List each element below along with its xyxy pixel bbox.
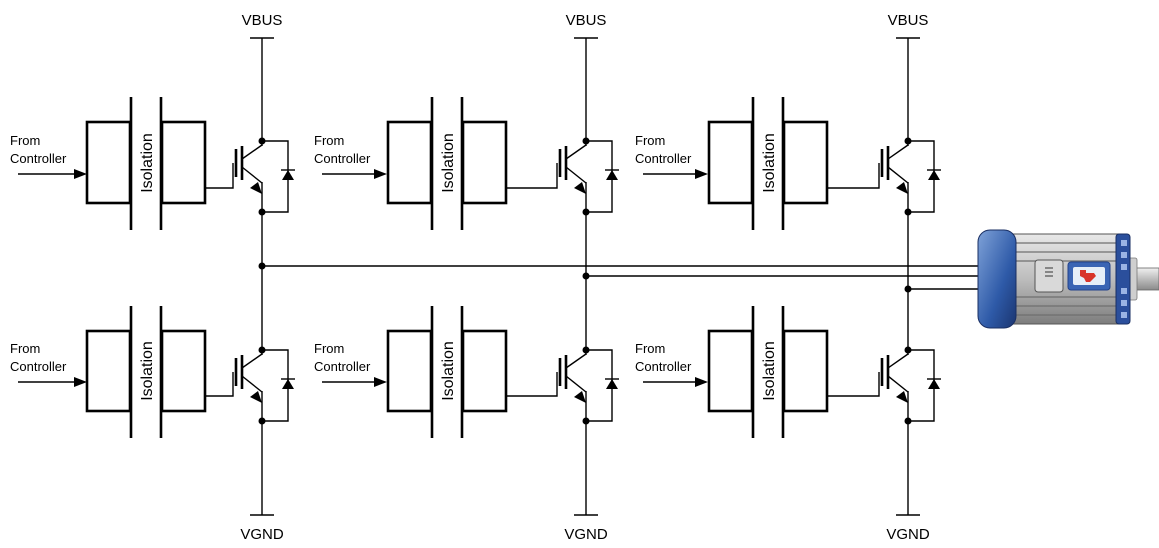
motor-icon bbox=[977, 229, 1159, 329]
svg-text:Controller: Controller bbox=[635, 151, 692, 166]
svg-text:Isolation: Isolation bbox=[761, 341, 778, 401]
svg-text:Controller: Controller bbox=[314, 151, 371, 166]
svg-text:Isolation: Isolation bbox=[440, 341, 457, 401]
svg-text:From: From bbox=[635, 133, 665, 148]
igbt-low bbox=[880, 349, 941, 422]
svg-text:From: From bbox=[314, 341, 344, 356]
igbt-low bbox=[558, 349, 619, 422]
vgnd-label: VGND bbox=[564, 526, 608, 543]
svg-text:Controller: Controller bbox=[635, 359, 692, 374]
svg-text:Controller: Controller bbox=[10, 359, 67, 374]
gate-driver-low: From Controller Isolation bbox=[635, 306, 880, 438]
vgnd-label: VGND bbox=[240, 526, 284, 543]
gate-driver-low: From Controller Isolation bbox=[10, 306, 234, 438]
igbt-high bbox=[880, 140, 941, 213]
vbus-label: VBUS bbox=[888, 12, 929, 29]
phase-output-lines bbox=[262, 265, 978, 290]
phase-leg-a: VBUS VGND From Controller Isolation bbox=[10, 12, 295, 543]
gate-driver-high: From Controller Isolation bbox=[314, 97, 558, 230]
svg-text:Isolation: Isolation bbox=[440, 133, 457, 193]
vbus-label: VBUS bbox=[566, 12, 607, 29]
gate-driver-high: From Controller Isolation bbox=[635, 97, 880, 230]
vgnd-label: VGND bbox=[886, 526, 930, 543]
igbt-high bbox=[234, 140, 295, 213]
svg-text:Isolation: Isolation bbox=[139, 341, 156, 401]
svg-text:Controller: Controller bbox=[314, 359, 371, 374]
svg-text:From: From bbox=[10, 133, 40, 148]
phase-leg-c: VBUS VGND From Controller Isolation bbox=[635, 12, 941, 543]
svg-text:Isolation: Isolation bbox=[139, 133, 156, 193]
svg-text:From: From bbox=[314, 133, 344, 148]
igbt-low bbox=[234, 349, 295, 422]
svg-text:From: From bbox=[10, 341, 40, 356]
igbt-high bbox=[558, 140, 619, 213]
gate-driver-high: From Controller Isolation bbox=[10, 97, 234, 230]
phase-leg-b: VBUS VGND From Controller Isolation bbox=[314, 12, 619, 543]
svg-text:Isolation: Isolation bbox=[761, 133, 778, 193]
gate-driver-low: From Controller Isolation bbox=[314, 306, 558, 438]
svg-text:Controller: Controller bbox=[10, 151, 67, 166]
vbus-label: VBUS bbox=[242, 12, 283, 29]
svg-text:From: From bbox=[635, 341, 665, 356]
